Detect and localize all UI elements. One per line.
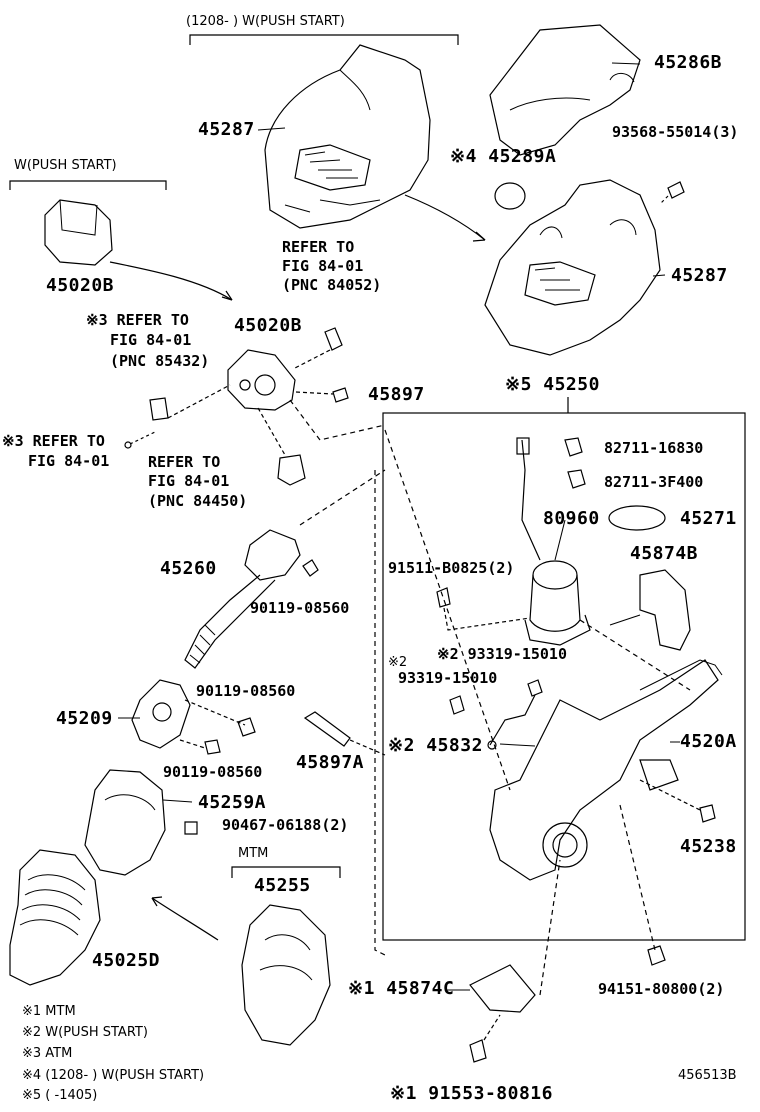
- legend-note-2: ※2 W(PUSH START): [22, 1025, 148, 1040]
- bracket-45874B: [639, 569, 691, 651]
- switch-45020B-mid-illustration: [227, 349, 296, 411]
- bolt-45897A: [303, 711, 351, 747]
- ref-85432-line1[interactable]: ※3 REFER TO: [86, 311, 189, 329]
- label-45020B-mid[interactable]: 45020B: [234, 315, 303, 336]
- label-93319-a[interactable]: ※2 93319-15010: [437, 645, 567, 663]
- connector-85432: [149, 397, 169, 421]
- band-45271: [608, 505, 666, 531]
- label-45874C[interactable]: ※1 45874C: [348, 978, 455, 999]
- bracket-push-start-1208: [189, 34, 459, 45]
- ref-atm-line1[interactable]: ※3 REFER TO: [2, 432, 105, 450]
- label-4520A[interactable]: 4520A: [680, 731, 737, 752]
- joint-45209-illustration: [131, 679, 191, 749]
- bolt-45897: [332, 387, 349, 403]
- ref-84450-line2[interactable]: FIG 84-01: [148, 472, 230, 490]
- label-45025D[interactable]: 45025D: [92, 950, 161, 971]
- pipe-45832: [489, 694, 536, 746]
- bolt-91511: [436, 587, 451, 608]
- ref-84450-line1[interactable]: REFER TO: [148, 453, 221, 471]
- boot-45259A-illustration: [84, 769, 166, 876]
- screw-90119-a: [302, 559, 319, 577]
- label-93568[interactable]: 93568-55014(3): [612, 123, 739, 141]
- label-45287-right[interactable]: 45287: [671, 265, 728, 286]
- header-push-start: W(PUSH START): [14, 158, 117, 173]
- arrow-mtm: [151, 897, 219, 941]
- arrow-switch: [109, 261, 233, 301]
- cover-45255-illustration: [241, 904, 331, 1046]
- label-45874B[interactable]: 45874B: [630, 543, 699, 564]
- upper-cover-45287-illustration: [264, 44, 431, 229]
- bracket-mtm: [231, 866, 341, 878]
- part-45238-illustration: [699, 804, 716, 823]
- legend-note-1: ※1 MTM: [22, 1004, 76, 1019]
- clip-82711-3F400: [567, 469, 586, 489]
- label-45020B-left[interactable]: 45020B: [46, 275, 115, 296]
- screw-90119-c: [204, 739, 221, 755]
- label-45897A[interactable]: 45897A: [296, 752, 365, 773]
- column-assembly-4520A-illustration: [489, 659, 723, 881]
- cover-45287-right-illustration: [484, 179, 661, 356]
- washer-90467: [184, 821, 198, 835]
- label-82711-16830[interactable]: 82711-16830: [604, 439, 704, 457]
- screw-90119-b: [237, 717, 256, 737]
- box-45250: [382, 412, 746, 941]
- header-mtm: MTM: [238, 846, 269, 861]
- ref-atm-line2[interactable]: FIG 84-01: [28, 452, 110, 470]
- cover-45286B-illustration: [489, 24, 641, 156]
- shaft-45260-illustration: [184, 529, 301, 669]
- label-45832[interactable]: ※2 45832: [388, 735, 483, 756]
- legend-note-4: ※4 (1208- ) W(PUSH START): [22, 1068, 205, 1083]
- label-90119-a[interactable]: 90119-08560: [250, 599, 350, 617]
- nut-94151: [647, 945, 666, 966]
- label-45897[interactable]: 45897: [368, 384, 425, 405]
- ref-84052-line2[interactable]: FIG 84-01: [282, 257, 364, 275]
- bolt-93319-a: [527, 679, 543, 697]
- motor-80960-illustration: [516, 437, 591, 646]
- figure-code: 456513B: [678, 1068, 737, 1083]
- label-90119-c[interactable]: 90119-08560: [163, 763, 263, 781]
- label-45286B[interactable]: 45286B: [654, 52, 723, 73]
- label-45255[interactable]: 45255: [254, 875, 311, 896]
- ref-84052-line3[interactable]: (PNC 84052): [282, 276, 382, 294]
- ref-84052-line1[interactable]: REFER TO: [282, 238, 355, 256]
- label-93319-a-prefix: ※2: [388, 655, 408, 670]
- ref-84450-line3[interactable]: (PNC 84450): [148, 492, 248, 510]
- label-45250[interactable]: ※5 45250: [505, 374, 600, 395]
- bracket-45874C: [469, 964, 536, 1013]
- label-82711-3F400[interactable]: 82711-3F400: [604, 473, 704, 491]
- label-91511[interactable]: 91511-B0825(2): [388, 559, 515, 577]
- label-45259A[interactable]: 45259A: [198, 792, 267, 813]
- label-45238[interactable]: 45238: [680, 836, 737, 857]
- bolt-91553: [469, 1039, 487, 1063]
- label-93319-b[interactable]: 93319-15010: [398, 669, 498, 687]
- header-push-start-1208: (1208- ) W(PUSH START): [186, 14, 345, 29]
- clip-84450: [277, 454, 306, 486]
- bolt-93319-b: [449, 695, 465, 715]
- label-45289A[interactable]: ※4 45289A: [450, 146, 557, 167]
- label-90467[interactable]: 90467-06188(2): [222, 816, 349, 834]
- switch-45020B-illustration: [44, 199, 113, 266]
- label-91553[interactable]: ※1 91553-80816: [390, 1083, 553, 1104]
- ref-85432-line3[interactable]: (PNC 85432): [110, 352, 210, 370]
- bracket-push-start: [9, 180, 167, 190]
- label-45209[interactable]: 45209: [56, 708, 113, 729]
- ref-85432-line2[interactable]: FIG 84-01: [110, 331, 192, 349]
- connector-84052: [324, 327, 343, 351]
- label-45287-top[interactable]: 45287: [198, 119, 255, 140]
- label-90119-b[interactable]: 90119-08560: [196, 682, 296, 700]
- arrow-to-cover: [404, 194, 486, 241]
- label-94151[interactable]: 94151-80800(2): [598, 980, 725, 998]
- screw-93568-illustration: [659, 181, 685, 205]
- part-45289A-illustration: [494, 182, 526, 210]
- label-45271[interactable]: 45271: [680, 508, 737, 529]
- label-80960[interactable]: 80960: [543, 508, 600, 529]
- clip-82711-16830: [564, 437, 583, 457]
- label-45260[interactable]: 45260: [160, 558, 217, 579]
- legend-note-3: ※3 ATM: [22, 1046, 73, 1061]
- boot-45025D-illustration: [9, 849, 101, 986]
- legend-note-5: ※5 ( -1405): [22, 1088, 98, 1103]
